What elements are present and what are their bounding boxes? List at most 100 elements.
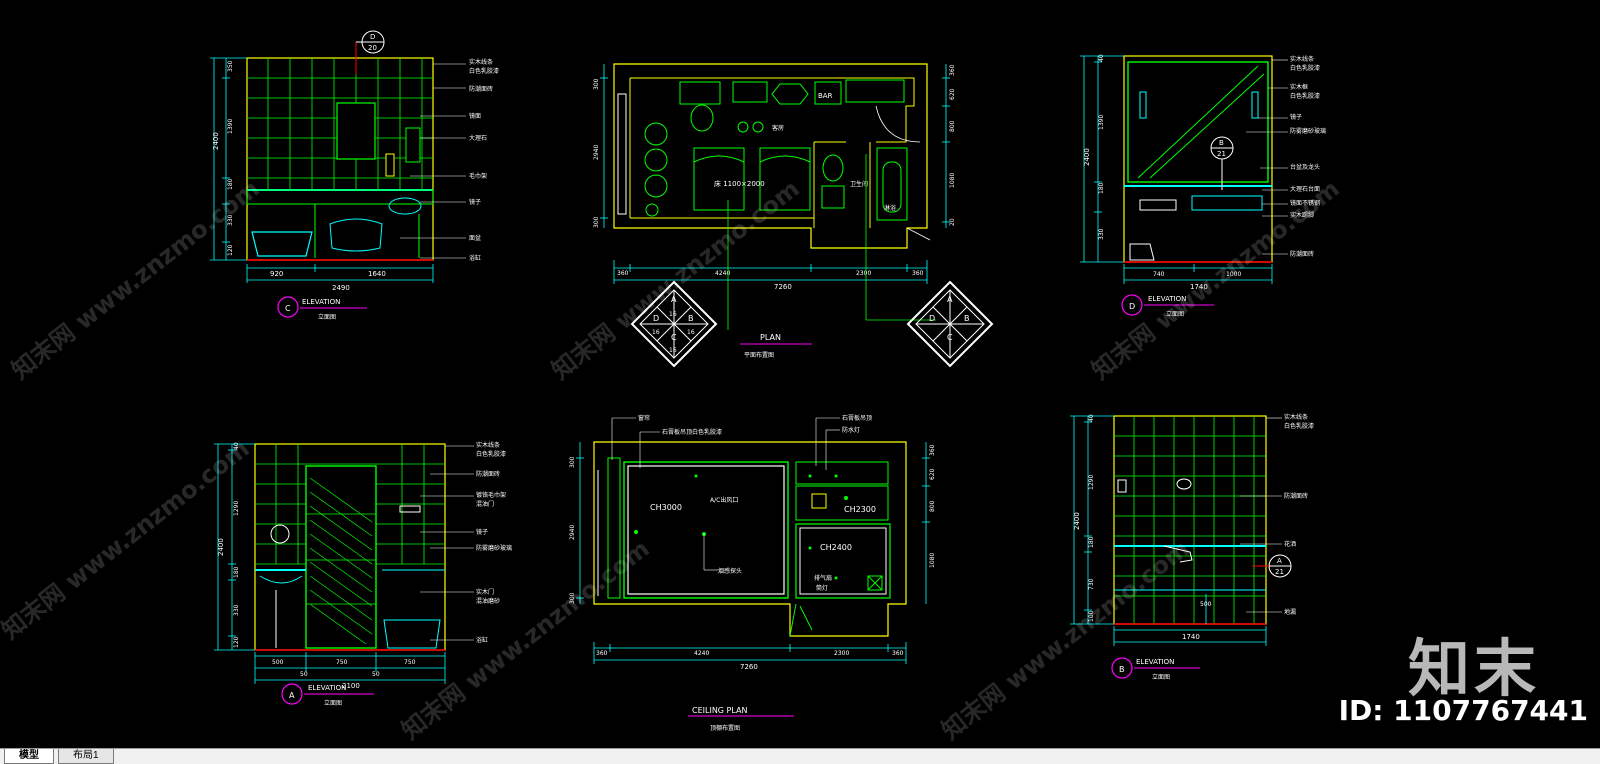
watermark-6: 知末网 www.znzmo.com <box>936 534 1194 744</box>
plan-dim-l1: 300 <box>593 78 600 90</box>
elev-a-dim-l2: 1290 <box>233 501 240 516</box>
ceiling-label-3: 烟感探头 <box>718 567 742 575</box>
ceiling-plan: CH3000 A/C出风口 烟感探头 CH2300 CH2400 排气扇 筒灯 … <box>569 414 936 732</box>
watermark-logo: 知末 <box>1407 632 1540 705</box>
ceiling-dim-b3: 2300 <box>834 650 849 657</box>
elev-d-dim-b1: 740 <box>1153 271 1165 278</box>
ceiling-subtitle: 顶棚布置图 <box>710 724 740 732</box>
compass-1-num-2: 16 <box>652 329 660 336</box>
elev-b-dim-l4: 730 <box>1088 578 1095 590</box>
elev-b-note-4: 花洒 <box>1284 540 1296 548</box>
elev-c-basin <box>388 197 422 215</box>
plan-bed-label: 床 1100×2000 <box>714 179 765 188</box>
elev-c-holder <box>385 153 395 177</box>
elev-a-dim-b1: 500 <box>272 659 284 666</box>
compass-1-top: A <box>671 295 677 304</box>
elev-c-dim-l2: 1390 <box>227 119 234 134</box>
ceiling-callout-1: 窗帘 <box>638 414 650 422</box>
plan-title: PLAN <box>760 333 781 342</box>
elev-d-note-1: 实木线条 <box>1290 55 1314 63</box>
elev-c-note-8: 面盆 <box>469 234 481 242</box>
compass-2-left: D <box>929 314 935 323</box>
plan-outline <box>613 63 928 249</box>
plan-room-3: 淋浴 <box>884 204 896 212</box>
ceiling-label-2: A/C出风口 <box>710 496 738 504</box>
ceiling-downlights <box>634 474 848 580</box>
plan-bar-label: BAR <box>818 92 833 100</box>
tab-model[interactable]: 模型 <box>4 749 54 764</box>
ceiling-title-block: CEILING PLAN 顶棚布置图 <box>688 706 794 732</box>
elevation-b: 500 1740 2400 40 1290 180 730 100 实木线条 白… <box>1070 413 1314 681</box>
elev-c-dim-l1: 350 <box>227 60 234 72</box>
ceiling-title: CEILING PLAN <box>692 706 747 715</box>
elev-c-bathtub <box>251 231 313 257</box>
elev-a-door-hatch <box>306 477 376 645</box>
elev-b-note-2: 白色乳胶漆 <box>1284 422 1314 430</box>
elev-d-note-10: 实木踢脚 <box>1290 211 1314 219</box>
elev-c-dim-left-total: 2400 <box>212 132 220 150</box>
elev-d-dim-l2: 1390 <box>1098 115 1105 130</box>
ceiling-dim-l3: 300 <box>569 592 576 604</box>
elev-d-note-9: 镜面不锈钢 <box>1290 199 1320 207</box>
elev-a-note-9: 混油磨砂 <box>476 597 500 605</box>
elev-b-title: ELEVATION <box>1136 658 1174 666</box>
elev-c-section-callout: D 20 <box>355 30 385 74</box>
elev-c-cabinet <box>405 127 421 163</box>
elev-b-dim-l2: 1290 <box>1088 475 1095 490</box>
ceiling-label-7: 筒灯 <box>816 584 828 592</box>
elev-b-dim-l5: 100 <box>1088 610 1095 622</box>
elev-b-note-1: 实木线条 <box>1284 413 1308 421</box>
elev-a-dim-b3: 750 <box>404 659 416 666</box>
tab-layout-1[interactable]: 布局1 <box>58 749 114 764</box>
elev-c-subtitle: 立面图 <box>318 313 336 321</box>
elev-d-title: ELEVATION <box>1148 295 1186 303</box>
ceiling-label-1: CH3000 <box>650 503 682 512</box>
elev-a-note-4: 镀铬毛巾架 <box>476 491 506 499</box>
ceiling-label-6: 排气扇 <box>814 574 832 582</box>
plan-compass-2: A D B C <box>906 280 994 368</box>
compass-2-top: A <box>947 295 953 304</box>
elev-a-dim-c1: 50 <box>300 671 308 678</box>
elev-a-dim-l1: 40 <box>233 442 240 450</box>
elevation-d: 740 1000 1740 2400 40 1390 180 330 实木线条 … <box>1080 54 1326 318</box>
elev-a-note-7: 防雾磨砂玻璃 <box>476 544 512 552</box>
elev-a-dim-l3: 180 <box>233 566 240 578</box>
elev-a-dim-c2: 50 <box>372 671 380 678</box>
elev-c-note-3: 防潮面砖 <box>469 85 493 93</box>
plan-dim-l3: 300 <box>593 216 600 228</box>
elev-c-note-2: 白色乳胶漆 <box>469 67 499 75</box>
plan-dim-total: 7260 <box>774 283 792 291</box>
elev-d-dim-total: 1740 <box>1190 283 1208 291</box>
plan-dim-b1: 360 <box>617 270 629 277</box>
elev-c-note-5: 大理石 <box>469 134 487 142</box>
elev-c-note-1: 实木线条 <box>469 58 493 66</box>
plan-subtitle: 平面布置图 <box>744 351 774 359</box>
ceiling-dim-r3: 800 <box>929 500 936 512</box>
elevation-c: 920 1640 2490 2400 350 1390 180 330 120 … <box>210 30 499 321</box>
elev-a-note-6: 镜子 <box>476 528 488 536</box>
elev-d-note-5: 镜子 <box>1290 113 1302 121</box>
ceiling-dim-r1: 360 <box>929 444 936 456</box>
elev-a-bathtub <box>383 619 441 649</box>
plan-dim-b4: 360 <box>912 270 924 277</box>
ceiling-dim-b4: 360 <box>892 650 904 657</box>
watermark-5: 知末网 www.znzmo.com <box>396 534 654 744</box>
elev-c-note-7: 镜子 <box>469 198 481 206</box>
elev-b-note-3: 防潮面砖 <box>1284 492 1308 500</box>
plan-dim-r5: 20 <box>949 218 956 226</box>
elev-a-note-1: 实木线条 <box>476 441 500 449</box>
elev-d-subtitle: 立面图 <box>1166 310 1184 318</box>
elev-a-note-3: 防潮面砖 <box>476 470 500 478</box>
elev-a-tag: A <box>289 691 295 700</box>
watermark-1: 知末网 www.znzmo.com <box>6 174 264 384</box>
ceiling-curtain <box>607 457 621 599</box>
ceiling-dim-l1: 300 <box>569 456 576 468</box>
elev-c-note-6: 毛巾架 <box>469 172 487 180</box>
elev-d-note-2: 白色乳胶漆 <box>1290 64 1320 72</box>
plan-room-2: 卫生间 <box>850 180 868 188</box>
callout-a21-top: A <box>1277 557 1282 565</box>
cad-model-space[interactable]: 920 1640 2490 2400 350 1390 180 330 120 … <box>0 0 1600 748</box>
plan-room-1: 客房 <box>772 124 784 132</box>
elev-b-dim-l3: 180 <box>1088 536 1095 548</box>
elev-c-tag: C <box>285 304 291 313</box>
